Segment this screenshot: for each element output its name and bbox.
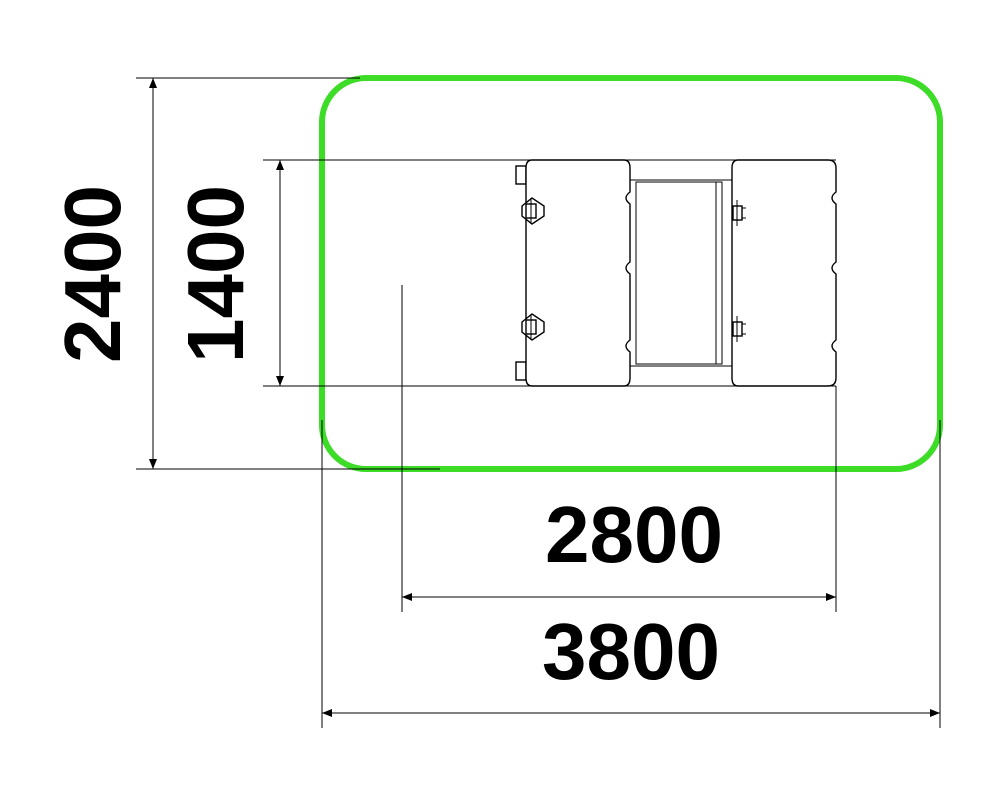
safety-zone-outline (319, 75, 943, 472)
extension-lines (136, 77, 941, 728)
hinge-right-bottom (732, 316, 746, 342)
label-inner-depth: 1400 (171, 185, 260, 363)
right-panel (731, 159, 837, 387)
hinge-left-bottom (521, 313, 545, 341)
label-overall-depth: 2400 (48, 185, 137, 363)
left-panel (525, 159, 631, 387)
center-opening (635, 181, 723, 365)
hinge-right-top (732, 200, 746, 226)
label-overall-width: 3800 (542, 607, 720, 696)
hinge-left-top (521, 197, 545, 225)
label-inner-width: 2800 (545, 490, 723, 579)
structure-top-view (515, 159, 837, 387)
